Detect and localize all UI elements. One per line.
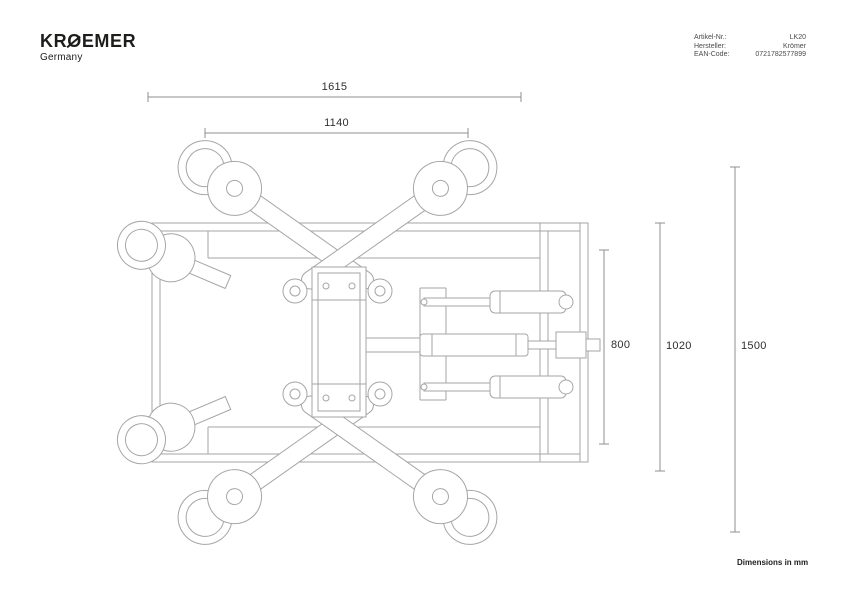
dimension-width-inner: 1140	[324, 117, 349, 129]
artikel-nr-value: LK20	[789, 34, 806, 41]
brand-name-prefix: KR	[40, 31, 68, 51]
info-row-ean: EAN-Code: 0721782577899	[694, 51, 806, 60]
roller-left-top	[116, 220, 232, 290]
hersteller-label: Hersteller:	[694, 42, 726, 50]
hydraulic-cylinders	[419, 287, 601, 401]
arm-top-right	[301, 140, 498, 290]
brand-logo: KROEMER Germany	[40, 32, 136, 63]
dim-line-1615	[147, 92, 522, 102]
slashed-o: O	[67, 32, 82, 50]
artikel-nr-label: Artikel-Nr.:	[694, 34, 727, 41]
arm-bottom-right	[301, 395, 498, 545]
dim-line-1500	[730, 166, 740, 533]
roller-arms	[177, 140, 498, 545]
brand-name: KROEMER	[40, 32, 136, 50]
ean-code-label: EAN-Code:	[694, 51, 730, 58]
cylinder-middle	[419, 331, 601, 359]
roller-left-bottom	[116, 395, 232, 465]
brand-name-o: O	[67, 31, 82, 51]
dim-line-1140	[204, 128, 469, 138]
arm-pivots	[282, 278, 393, 407]
dimension-height-mid: 1020	[666, 340, 692, 352]
cylinder-bottom	[420, 375, 574, 399]
dim-line-1020	[655, 222, 665, 472]
info-row-hersteller: Hersteller: Krömer	[694, 43, 806, 52]
ean-code-value: 0721782577899	[755, 51, 806, 58]
dim-line-800	[599, 249, 609, 445]
machine-drawing	[116, 140, 601, 545]
product-info: Artikel-Nr.: LK20 Hersteller: Krömer EAN…	[694, 34, 806, 60]
dimension-height-outer: 1500	[741, 340, 767, 352]
dimension-lines	[147, 92, 740, 533]
center-plate	[311, 266, 367, 418]
dimension-width-outer: 1615	[321, 81, 348, 93]
units-note: Dimensions in mm	[737, 558, 809, 567]
dimension-height-inner: 800	[611, 339, 631, 351]
cylinder-top	[420, 290, 574, 314]
brand-name-suffix: EMER	[81, 31, 137, 51]
hersteller-value: Krömer	[783, 42, 806, 50]
info-row-artikel: Artikel-Nr.: LK20	[694, 34, 806, 43]
brand-country: Germany	[40, 52, 83, 63]
